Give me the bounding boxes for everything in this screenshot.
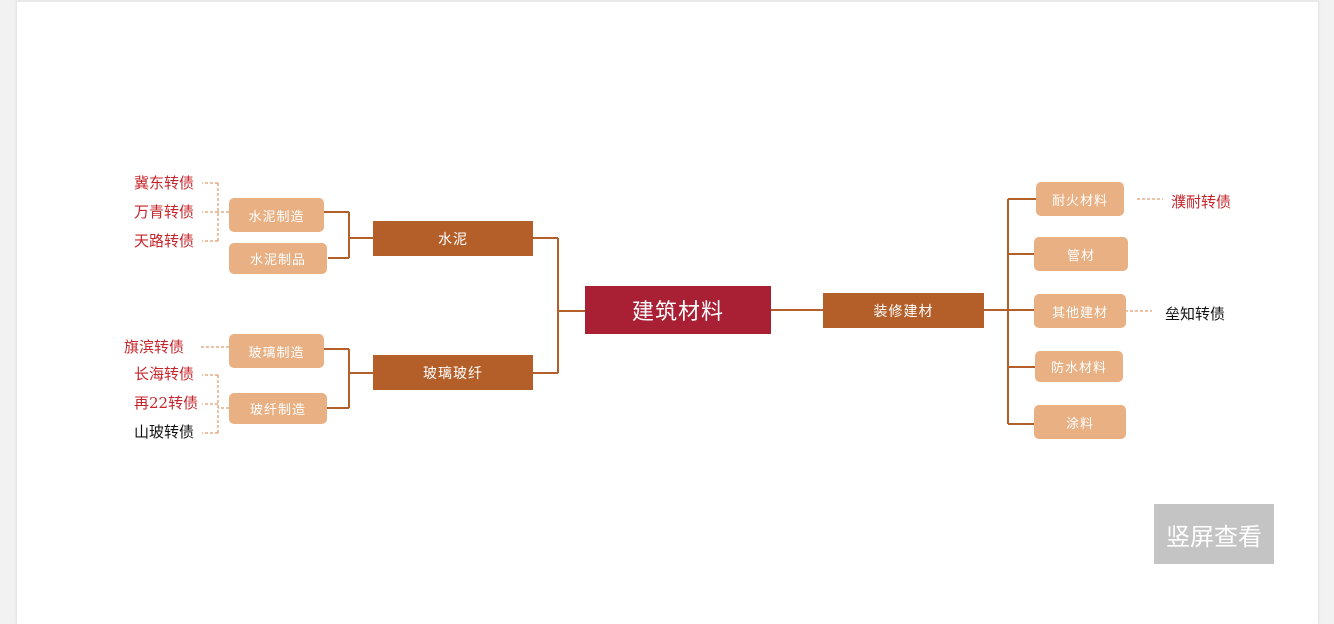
bond-shanbo[interactable]: 山玻转债 (134, 423, 195, 441)
node-other-materials[interactable]: 其他建材 (1034, 294, 1126, 328)
bond-leizhi[interactable]: 垒知转债 (1165, 305, 1226, 323)
root-node[interactable]: 建筑材料 (585, 286, 771, 334)
portrait-view-button[interactable]: 竖屏查看 (1154, 504, 1274, 564)
node-glass-fiber-label: 玻璃玻纤 (423, 365, 483, 382)
node-coatings[interactable]: 涂料 (1034, 405, 1126, 439)
node-cement-products[interactable]: 水泥制品 (229, 243, 327, 274)
node-cement-manufacturing-label: 水泥制造 (248, 209, 305, 225)
node-glass-manufacturing[interactable]: 玻璃制造 (229, 334, 324, 368)
bond-jidong[interactable]: 冀东转债 (134, 174, 195, 192)
bond-changhai[interactable]: 长海转债 (134, 365, 195, 383)
node-coatings-label: 涂料 (1065, 416, 1094, 432)
page-top-border (17, 0, 1318, 2)
node-fiber-manufacturing-label: 玻纤制造 (249, 403, 306, 418)
root-label: 建筑材料 (631, 300, 724, 325)
node-cement-label: 水泥 (438, 231, 468, 248)
bond-tianlu[interactable]: 天路转债 (134, 232, 195, 250)
bond-punai[interactable]: 濮耐转债 (1171, 193, 1232, 211)
node-glass-fiber[interactable]: 玻璃玻纤 (373, 355, 533, 390)
node-decor-materials[interactable]: 装修建材 (823, 293, 984, 328)
node-cement[interactable]: 水泥 (373, 221, 533, 256)
node-cement-products-label: 水泥制品 (249, 253, 306, 268)
node-waterproof[interactable]: 防水材料 (1035, 351, 1123, 382)
portrait-view-button-label: 竖屏查看 (1166, 522, 1262, 551)
bond-zai22[interactable]: 再22转债 (134, 394, 199, 412)
node-fiber-manufacturing[interactable]: 玻纤制造 (229, 393, 327, 424)
node-cement-manufacturing[interactable]: 水泥制造 (229, 198, 324, 232)
node-glass-manufacturing-label: 玻璃制造 (248, 345, 305, 361)
node-other-materials-label: 其他建材 (1051, 305, 1108, 321)
bond-wanqing[interactable]: 万青转债 (134, 203, 195, 221)
node-pipes[interactable]: 管材 (1034, 237, 1128, 271)
node-waterproof-label: 防水材料 (1050, 361, 1107, 376)
bond-qibin[interactable]: 旗滨转债 (124, 338, 185, 356)
node-refractory[interactable]: 耐火材料 (1036, 182, 1124, 216)
node-decor-materials-label: 装修建材 (873, 303, 934, 320)
node-refractory-label: 耐火材料 (1051, 193, 1108, 209)
node-pipes-label: 管材 (1066, 248, 1095, 264)
